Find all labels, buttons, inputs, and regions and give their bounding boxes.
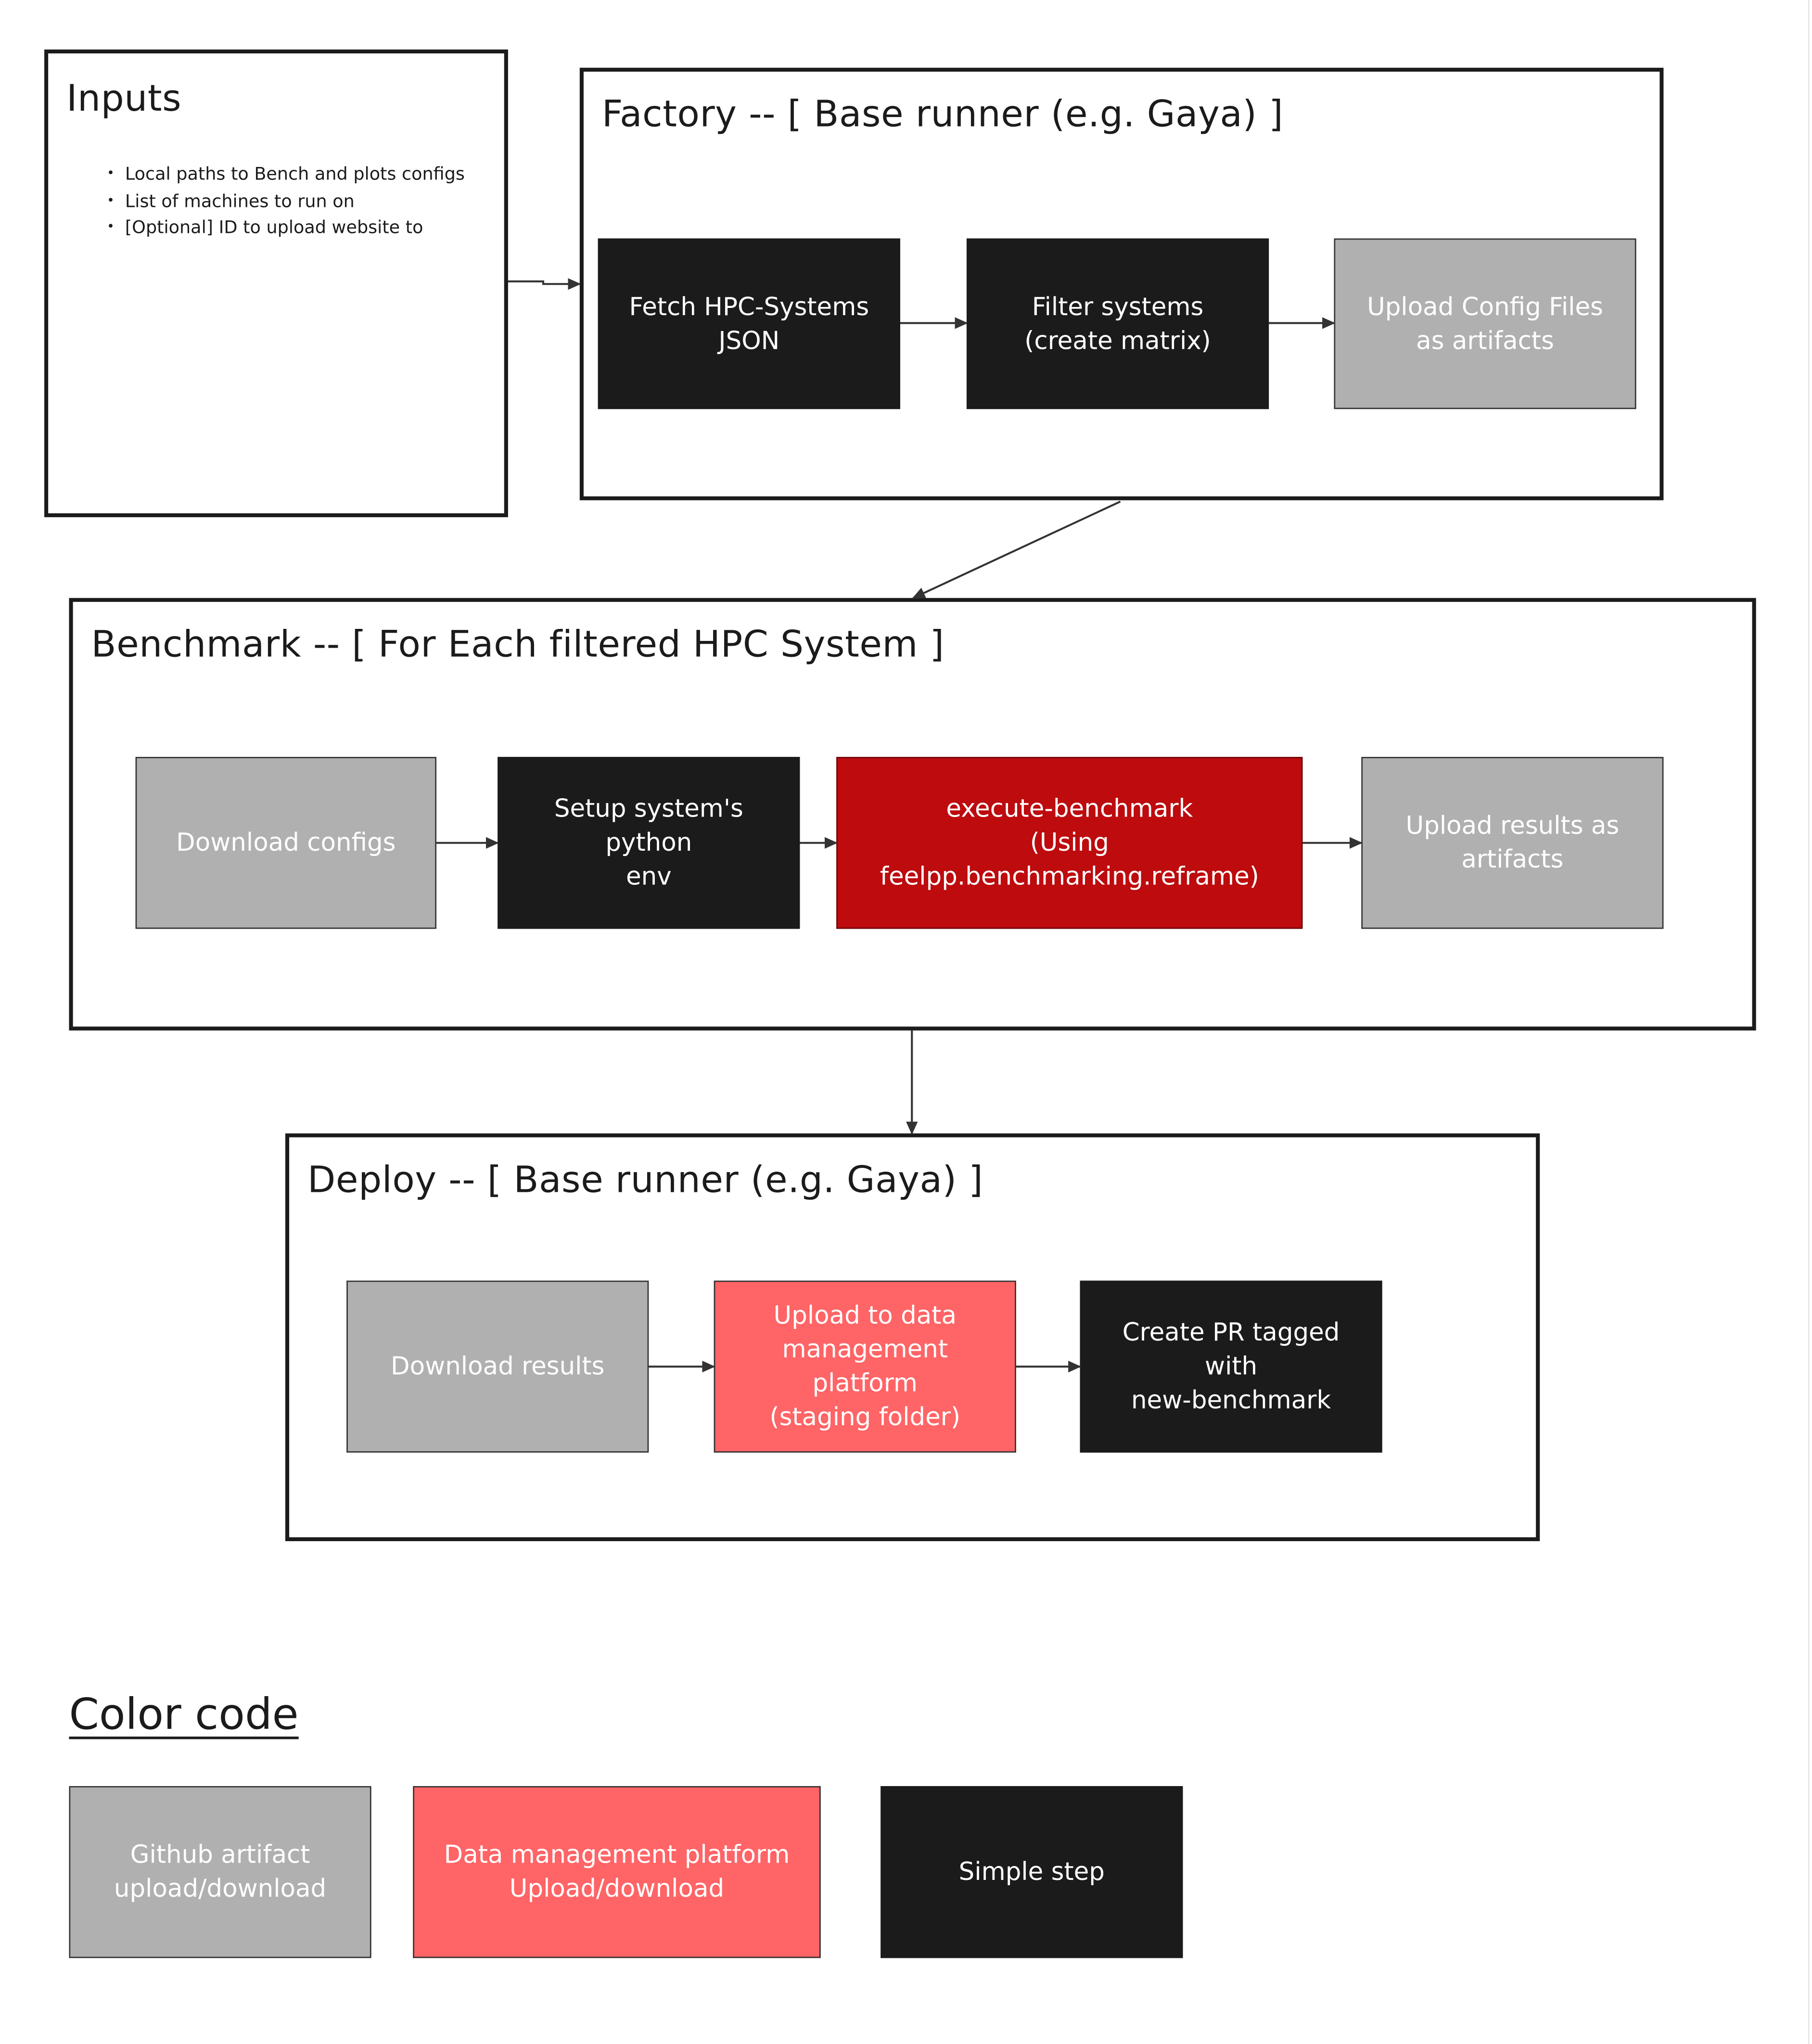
upload-config-files-step: Upload Config Files as artifacts [1334,238,1636,409]
legend-data-platform: Data management platform Upload/download [413,1786,821,1958]
deploy-title: Deploy -- [ Base runner (e.g. Gaya) ] [307,1158,983,1201]
download-configs-step: Download configs [135,757,437,929]
inputs-item: Local paths to Bench and plots configs [107,162,465,189]
factory-to-benchmark-arrow [912,500,1121,599]
filter-systems-step: Filter systems (create matrix) [966,238,1269,409]
fetch-hpc-systems-step: Fetch HPC-Systems JSON [598,238,900,409]
inputs-to-factory-arrow [508,278,581,290]
factory-title: Factory -- [ Base runner (e.g. Gaya) ] [601,92,1284,136]
inputs-item: [Optional] ID to upload website to [107,215,465,242]
legend-github-artifact: Github artifact upload/download [69,1786,371,1958]
color-code-title: Color code [69,1688,299,1739]
execute-benchmark-step: execute-benchmark (Using feelpp.benchmar… [836,757,1303,929]
legend-simple-step: Simple step [880,1786,1183,1958]
upload-results-step: Upload results as artifacts [1361,757,1664,929]
right-edge-line [1808,0,1810,2044]
inputs-title: Inputs [66,77,182,120]
create-pr-step: Create PR tagged with new-benchmark [1080,1280,1382,1453]
inputs-box: Inputs Local paths to Bench and plots co… [44,49,508,517]
inputs-item: List of machines to run on [107,188,465,215]
upload-data-platform-step: Upload to data management platform (stag… [714,1280,1016,1453]
benchmark-title: Benchmark -- [ For Each filtered HPC Sys… [91,623,944,666]
download-results-step: Download results [346,1280,649,1453]
setup-python-env-step: Setup system's python env [498,757,800,929]
inputs-list: Local paths to Bench and plots configs L… [107,162,465,242]
